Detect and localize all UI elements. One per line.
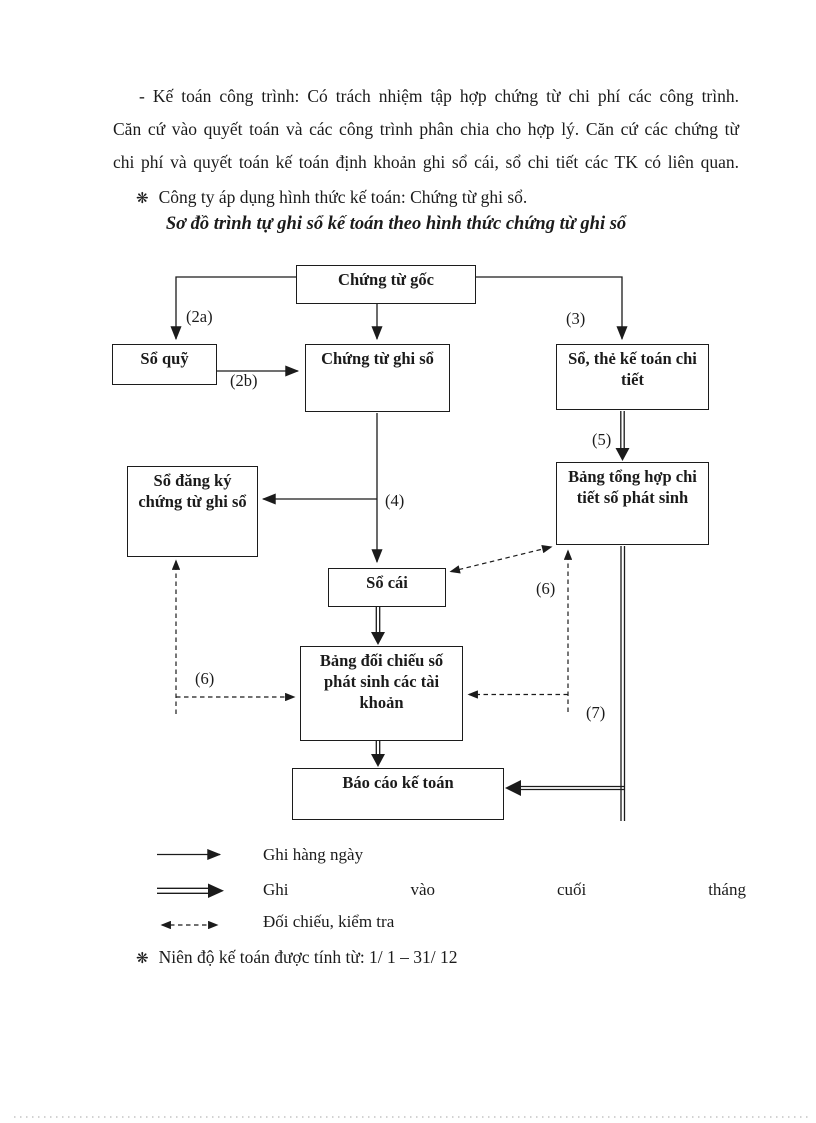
node-voucher-register: Sổ đăng ký chứng từ ghi sổ [127, 466, 258, 557]
legend-daily-label: Ghi hàng ngày [263, 845, 364, 864]
step-label-6-left: (6) [195, 669, 215, 688]
legend-monthly-label: Ghi vào cuối tháng [263, 880, 746, 900]
legend-reconcile-label: Đối chiếu, kiểm tra [263, 912, 395, 931]
node-journal-voucher: Chứng từ ghi sổ [305, 344, 450, 412]
florette-bullet-icon: ❋ [136, 949, 149, 967]
legend-monthly-word: tháng [708, 880, 746, 899]
legend-monthly-word: vào [410, 880, 435, 899]
fiscal-year-row: ❋ Niên độ kế toán được tính từ: 1/ 1 – 31… [136, 946, 458, 969]
step-label-5: (5) [592, 430, 612, 449]
intro-paragraph: - Kế toán công trình: Có trách nhiệm tập… [113, 80, 739, 179]
legend-monthly-word: cuối [556, 880, 587, 899]
step-label-2b: (2b) [230, 371, 258, 390]
step-label-3: (3) [566, 309, 586, 328]
florette-bullet-icon: ❋ [136, 189, 149, 207]
paragraph-line: Căn cứ vào quyết toán và các công trình … [113, 119, 739, 139]
node-source-documents: Chứng từ gốc [296, 265, 476, 304]
diagram-title: Sơ đồ trình tự ghi sổ kế toán theo hình … [165, 214, 627, 234]
fiscal-year-note: Niên độ kế toán được tính từ: 1/ 1 – 31/… [158, 947, 458, 967]
legend-monthly-word: Ghi [263, 880, 289, 899]
step-label-4: (4) [385, 491, 405, 510]
paragraph-line: chi phí và quyết toán kế toán định khoản… [113, 152, 739, 172]
node-detail-summary: Bảng tổng hợp chi tiết số phát sinh [556, 462, 709, 545]
step-label-7: (7) [586, 703, 606, 722]
node-trial-balance: Bảng đối chiếu số phát sinh các tài khoả… [300, 646, 463, 741]
accounting-form-note: Công ty áp dụng hình thức kế toán: Chứng… [158, 187, 528, 207]
accounting-form-row: ❋ Công ty áp dụng hình thức kế toán: Chứn… [136, 186, 527, 209]
node-accounting-reports: Báo cáo kế toán [292, 768, 504, 820]
node-detail-books: Sổ, thẻ kế toán chi tiết [556, 344, 709, 410]
node-general-ledger: Sổ cái [328, 568, 446, 607]
step-label-2a: (2a) [186, 307, 213, 326]
paragraph-line: - Kế toán công trình: Có trách nhiệm tập… [139, 86, 739, 106]
step-label-6-right: (6) [536, 579, 556, 598]
node-cash-book: Sổ quỹ [112, 344, 217, 385]
